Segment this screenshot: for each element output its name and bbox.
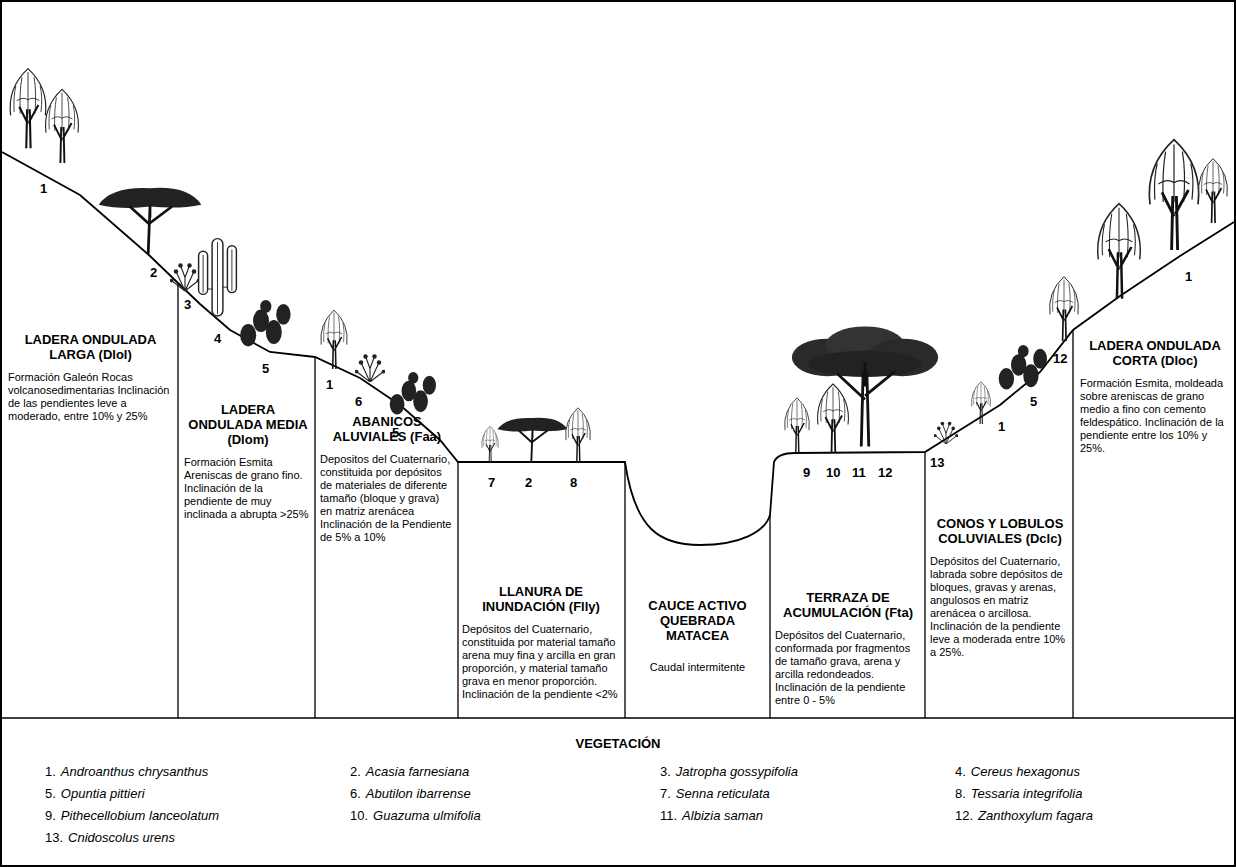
callout-number: 9 [803, 466, 810, 480]
callout-number: 2 [525, 476, 532, 490]
callout-number: 8 [570, 476, 577, 490]
tree-androanthus [972, 382, 991, 424]
species-name: Senna reticulata [676, 786, 770, 801]
shrub-cnidoscolus [934, 422, 959, 444]
species-name: Albizia saman [682, 808, 763, 823]
callout-number: 12 [878, 466, 892, 480]
callout-number: 5 [392, 426, 399, 440]
tree-androanthus [46, 89, 79, 163]
unit-description: Caudal intermitente [630, 661, 765, 674]
shrub-abutilon [355, 354, 386, 382]
shrub-senna [482, 426, 498, 463]
tree-acacia [99, 188, 202, 254]
unit-description: Formación Esmita, moldeada sobre arenisc… [1080, 377, 1230, 455]
species-name: Opuntia pittieri [61, 786, 145, 801]
species-number: 10. [350, 808, 368, 823]
species-number: 13. [45, 830, 63, 845]
callout-number: 12 [1053, 352, 1067, 366]
tree-androanthus [1199, 159, 1228, 223]
cactus-cereus [199, 239, 237, 316]
unit-heading: ABANICOS ALUVIALES (Faa) [320, 414, 454, 444]
species-name: Zanthoxylum fagara [978, 808, 1093, 823]
species-number: 12. [955, 808, 973, 823]
cactus-opuntia [390, 372, 436, 415]
landform-unit: CAUCE ACTIVO QUEBRADA MATACEA Caudal inte… [630, 598, 765, 674]
species-number: 2. [350, 764, 361, 779]
callout-number: 1 [40, 182, 47, 196]
tree-guazuma [818, 384, 849, 453]
landform-unit: TERRAZA DE ACUMULACIÓN (Fta) Depósitos de… [775, 590, 921, 707]
species-number: 4. [955, 764, 966, 779]
unit-description: Formación Esmita Areniscas de grano fino… [184, 456, 312, 521]
shrub-jatropha [170, 263, 201, 291]
species-name: Androanthus chrysanthus [61, 764, 208, 779]
species-number: 11. [660, 808, 677, 823]
species-number: 9. [45, 808, 56, 823]
cactus-opuntia [240, 300, 290, 346]
unit-heading: CONOS Y LOBULOS COLUVIALES (Dclc) [930, 516, 1070, 546]
species-name: Cereus hexagonus [971, 764, 1080, 779]
tree-pithecellobium [785, 398, 810, 453]
callout-number: 7 [488, 476, 495, 490]
callout-number: 6 [355, 395, 362, 409]
species-number: 5. [45, 786, 56, 801]
tree-albizia [792, 326, 938, 446]
unit-heading: LLANURA DE INUNDACIÓN (Flly) [462, 584, 620, 614]
species-number: 8. [955, 786, 966, 801]
shrub-tessaria [566, 408, 591, 463]
tree-zanthoxylum [1050, 277, 1079, 341]
species-name: Abutilon ibarrense [366, 786, 471, 801]
callout-number: 1 [1185, 270, 1192, 284]
landform-unit: LADERA ONDULADA LARGA (Dlol) Formación Ga… [8, 332, 173, 423]
unit-divider-lines [1, 283, 1235, 718]
callout-number: 1 [998, 420, 1005, 434]
species-name: Tessaria integrifolia [971, 786, 1083, 801]
species-name: Guazuma ulmifolia [373, 808, 481, 823]
cactus-opuntia [999, 345, 1047, 389]
landform-unit: LLANURA DE INUNDACIÓN (Flly) Depósitos de… [462, 584, 620, 701]
landform-unit: LADERA ONDULADA MEDIA (Dlom) Formación Es… [184, 402, 312, 521]
terrain-profile [2, 152, 1234, 545]
unit-description: Depósitos del Cuaternario, conformada po… [775, 629, 921, 707]
unit-heading: LADERA ONDULADA CORTA (Dloc) [1080, 338, 1230, 368]
callout-number: 4 [214, 332, 221, 346]
unit-description: Depósitos del Cuaternario, labrada sobre… [930, 555, 1070, 659]
callout-number: 2 [150, 266, 157, 280]
landform-unit: LADERA ONDULADA CORTA (Dloc) Formación Es… [1080, 338, 1230, 455]
species-number: 6. [350, 786, 361, 801]
callout-number: 10 [826, 466, 840, 480]
unit-description: Depositos del Cuaternario, constituida p… [320, 453, 454, 544]
unit-description: Formación Galeón Rocas volcanosedimentar… [8, 371, 173, 423]
callout-number: 5 [1030, 395, 1037, 409]
unit-description: Depósitos del Cuaternario, constituida p… [462, 623, 620, 701]
tree-androanthus [10, 69, 46, 149]
landform-unit: CONOS Y LOBULOS COLUVIALES (Dclc) Depósit… [930, 516, 1070, 659]
species-number: 3. [660, 764, 671, 779]
species-name: Jatropha gossypifolia [676, 764, 798, 779]
unit-heading: LADERA ONDULADA MEDIA (Dlom) [184, 402, 312, 447]
species-number: 1. [45, 764, 56, 779]
tree-androanthus [1149, 140, 1198, 250]
landform-unit: ABANICOS ALUVIALES (Faa) Depositos del Cu… [320, 414, 454, 544]
species-name: Acasia farnesiana [366, 764, 469, 779]
tree-zanthoxylum [1098, 204, 1141, 299]
unit-heading: VEGETACIÓN [0, 736, 1236, 751]
callout-number: 1 [326, 378, 333, 392]
unit-heading: TERRAZA DE ACUMULACIÓN (Fta) [775, 590, 921, 620]
unit-heading: CAUCE ACTIVO QUEBRADA MATACEA [630, 598, 765, 643]
callout-number: 3 [184, 298, 191, 312]
unit-heading: LADERA ONDULADA LARGA (Dlol) [8, 332, 173, 362]
vegetation-drawings [10, 69, 1227, 463]
species-number: 7. [660, 786, 671, 801]
callout-number: 5 [262, 362, 269, 376]
tree-acacia [498, 418, 568, 463]
species-name: Pithecellobium lanceolatum [61, 808, 219, 823]
tree-androanthus [321, 310, 347, 369]
callout-number: 11 [852, 466, 866, 480]
callout-number: 13 [930, 456, 944, 470]
species-name: Cnidoscolus urens [68, 830, 175, 845]
